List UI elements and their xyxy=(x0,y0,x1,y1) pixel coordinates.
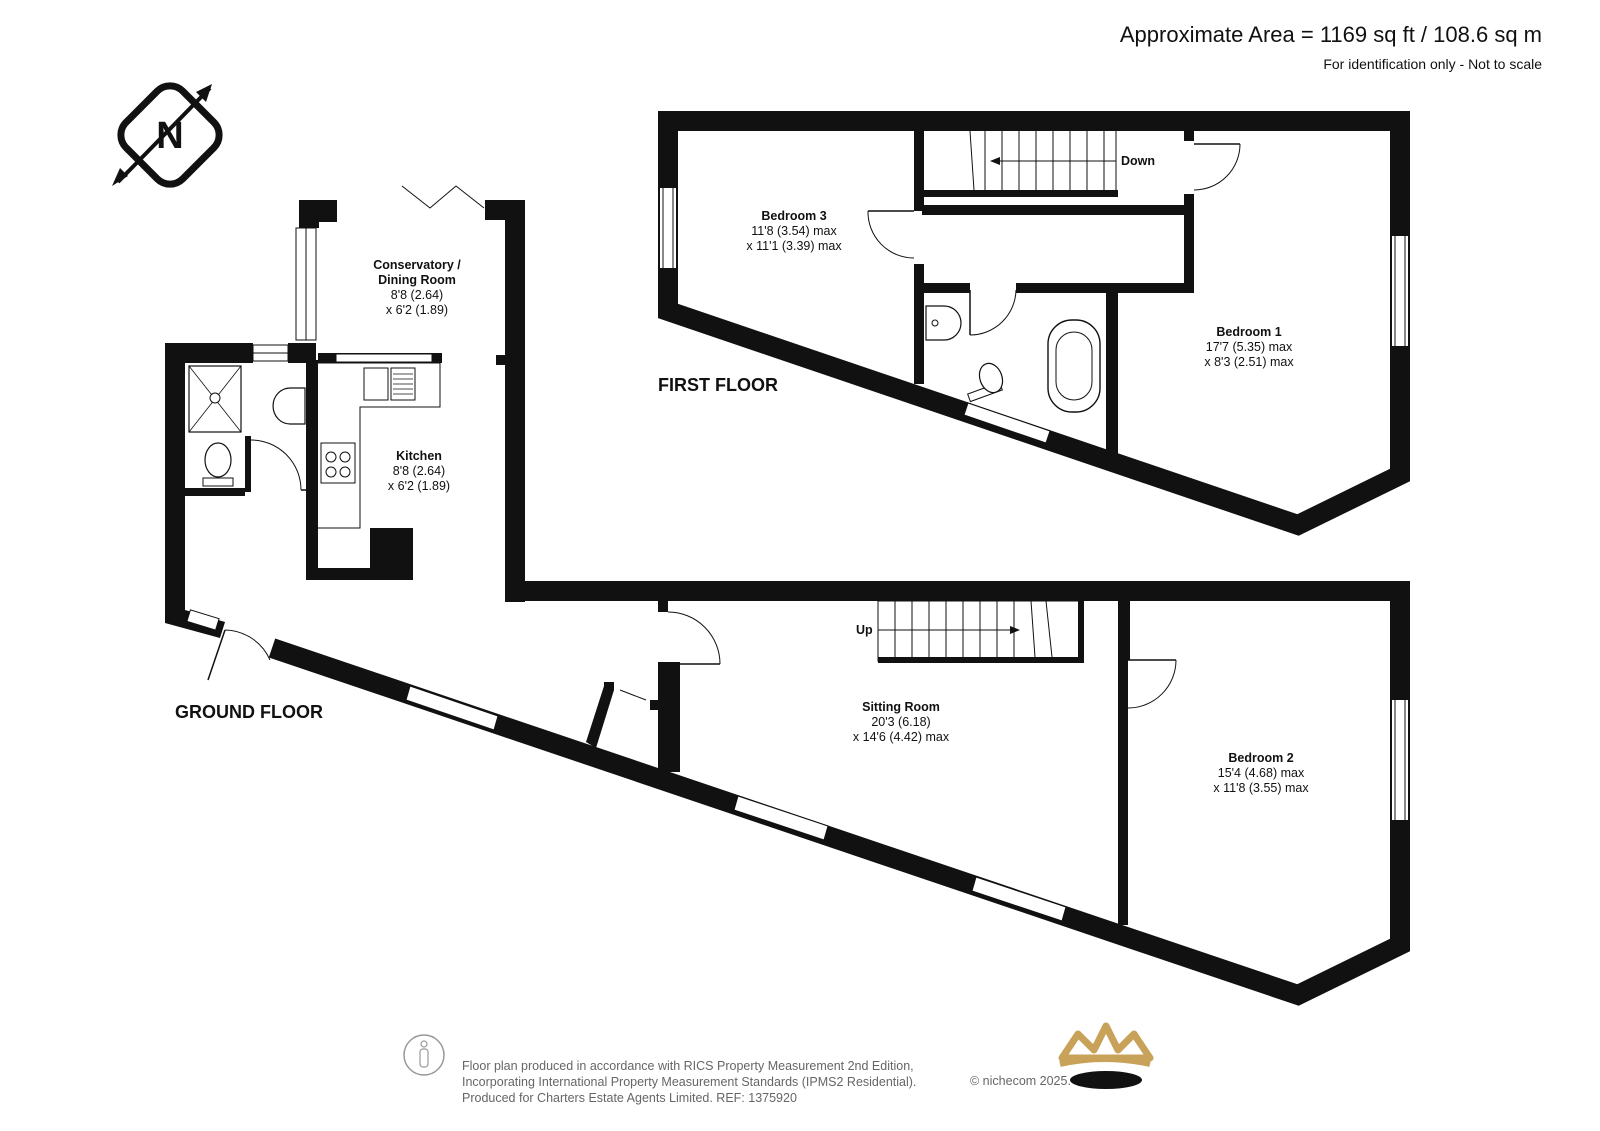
footer-line: Floor plan produced in accordance with R… xyxy=(462,1059,914,1073)
room-bedroom-2: Bedroom 2 15'4 (4.68) max x 11'8 (3.55) … xyxy=(1213,751,1308,796)
room-name: Sitting Room xyxy=(862,700,940,714)
stairs-up-label: Up xyxy=(856,623,873,637)
compass-letter: N xyxy=(156,115,183,157)
room-name: Bedroom 3 xyxy=(761,209,827,223)
room-dim: x 11'1 (3.39) max xyxy=(746,239,842,253)
crown-logo-icon xyxy=(1058,1022,1154,1089)
room-dim: x 14'6 (4.42) max xyxy=(852,730,950,744)
north-arrow-icon: N xyxy=(112,82,223,188)
room-dim: x 6'2 (1.89) xyxy=(385,303,449,317)
room-dim: 15'4 (4.68) max xyxy=(1217,766,1305,780)
room-name: Dining Room xyxy=(378,273,456,287)
room-dim: 20'3 (6.18) xyxy=(871,715,931,729)
room-dim: x 11'8 (3.55) max xyxy=(1213,781,1309,795)
room-dim: 11'8 (3.54) max xyxy=(751,224,837,238)
first-floor-label: FIRST FLOOR xyxy=(658,375,778,395)
footer-line: Incorporating International Property Mea… xyxy=(462,1075,917,1089)
approximate-area: Approximate Area = 1169 sq ft / 108.6 sq… xyxy=(1119,22,1542,47)
person-icon xyxy=(403,1034,445,1076)
ground-floor-plan xyxy=(165,185,1410,1006)
room-dim: 8'8 (2.64) xyxy=(390,288,444,302)
first-floor-plan xyxy=(658,111,1410,536)
room-kitchen: Kitchen 8'8 (2.64) x 6'2 (1.89) xyxy=(388,449,450,494)
room-dim: x 6'2 (1.89) xyxy=(387,479,451,493)
room-bedroom-3: Bedroom 3 11'8 (3.54) max x 11'1 (3.39) … xyxy=(746,209,841,254)
footer-text: Floor plan produced in accordance with R… xyxy=(462,1058,916,1106)
room-sitting-room: Sitting Room 20'3 (6.18) x 14'6 (4.42) m… xyxy=(853,700,949,745)
room-conservatory: Conservatory / Dining Room 8'8 (2.64) x … xyxy=(373,258,461,318)
stairs-down-label: Down xyxy=(1121,154,1156,168)
room-dim: 8'8 (2.64) xyxy=(392,464,446,478)
room-name: Bedroom 2 xyxy=(1228,751,1294,765)
room-dim: 17'7 (5.35) max xyxy=(1205,340,1293,354)
room-name: Conservatory / xyxy=(373,258,461,272)
footer-copyright: © nichecom 2025. xyxy=(970,1074,1071,1088)
room-name: Bedroom 1 xyxy=(1216,325,1282,339)
ground-floor-label: GROUND FLOOR xyxy=(175,702,323,722)
room-bedroom-1: Bedroom 1 17'7 (5.35) max x 8'3 (2.51) m… xyxy=(1204,325,1293,370)
footer-line: Produced for Charters Estate Agents Limi… xyxy=(462,1091,797,1105)
room-name: Kitchen xyxy=(396,449,442,463)
scale-note: For identification only - Not to scale xyxy=(1323,56,1542,72)
room-dim: x 8'3 (2.51) max xyxy=(1204,355,1294,369)
